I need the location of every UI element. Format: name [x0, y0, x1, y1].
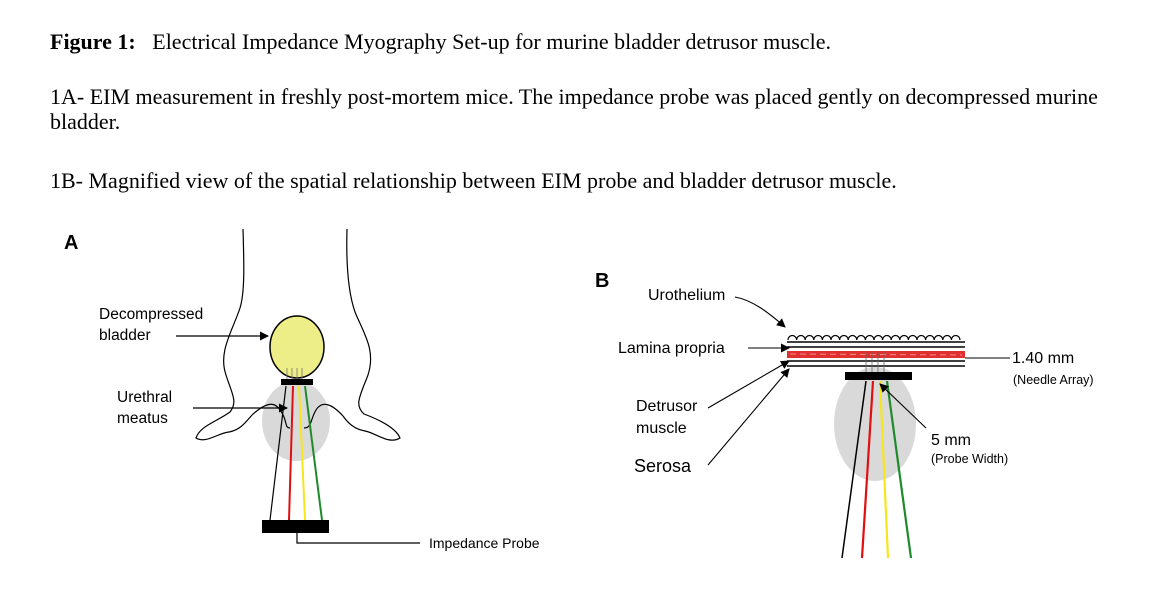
arrow-urothelium: [734, 296, 786, 328]
caption-1b: 1B- Magnified view of the spatial relati…: [50, 168, 897, 193]
probe-head-b: [845, 372, 912, 380]
probe-needles-a: [286, 368, 303, 380]
figure-title: Figure 1: Electrical Impedance Myography…: [50, 29, 831, 54]
probe-leader: [296, 533, 420, 544]
probe-base-a: [262, 520, 329, 533]
arrow-detrusor: [707, 360, 790, 409]
label-needle-length: 1.40 mm: [1012, 350, 1074, 367]
label-detrusor: Detrusor: [636, 398, 698, 415]
label-probe-width: 5 mm: [931, 432, 971, 449]
panel-a: A Impedance Probe Decompressed bladd: [64, 228, 540, 551]
panel-a-letter: A: [64, 232, 78, 254]
lead-green-b: [885, 380, 913, 559]
label-lamina-propria: Lamina propria: [618, 340, 725, 357]
figure-label: Figure 1:: [50, 29, 136, 54]
label-needle-array: (Needle Array): [1013, 373, 1094, 387]
lamina-propria-layer: [787, 351, 965, 358]
label-decompressed: Decompressed: [99, 306, 203, 323]
urothelium-layer: [787, 334, 961, 341]
mouse-left-leg: [195, 228, 253, 441]
mouse-right-leg: [342, 228, 401, 441]
probe-needles-b: [865, 352, 885, 372]
label-impedance-probe: Impedance Probe: [429, 535, 540, 551]
figure-title-text: Electrical Impedance Myography Set-up fo…: [152, 29, 831, 54]
tissue-region: [262, 381, 330, 461]
lead-yellow-b: [878, 380, 890, 559]
arrow-probe-width: [879, 383, 927, 429]
label-serosa: Serosa: [634, 456, 692, 476]
lamina-texture: [789, 353, 963, 356]
label-urothelium: Urothelium: [648, 287, 725, 304]
label-muscle: muscle: [636, 420, 687, 437]
arrow-serosa: [707, 368, 790, 466]
lead-green-a: [304, 385, 323, 521]
lead-yellow-a: [298, 385, 306, 521]
tissue-region-b: [834, 367, 916, 481]
lead-red-a: [288, 385, 294, 521]
label-urethral: Urethral: [117, 389, 172, 406]
caption-1a: 1A- EIM measurement in freshly post-mort…: [50, 84, 1098, 134]
panel-b-letter: B: [595, 270, 609, 292]
label-probe-width-note: (Probe Width): [931, 452, 1008, 466]
lead-black-b: [841, 380, 867, 559]
label-bladder: bladder: [99, 327, 151, 344]
lead-red-b: [860, 380, 875, 559]
probe-head-a: [281, 379, 313, 385]
label-meatus: meatus: [117, 410, 168, 427]
panel-b: B Urothelium Lamina propria Det: [595, 270, 1094, 559]
